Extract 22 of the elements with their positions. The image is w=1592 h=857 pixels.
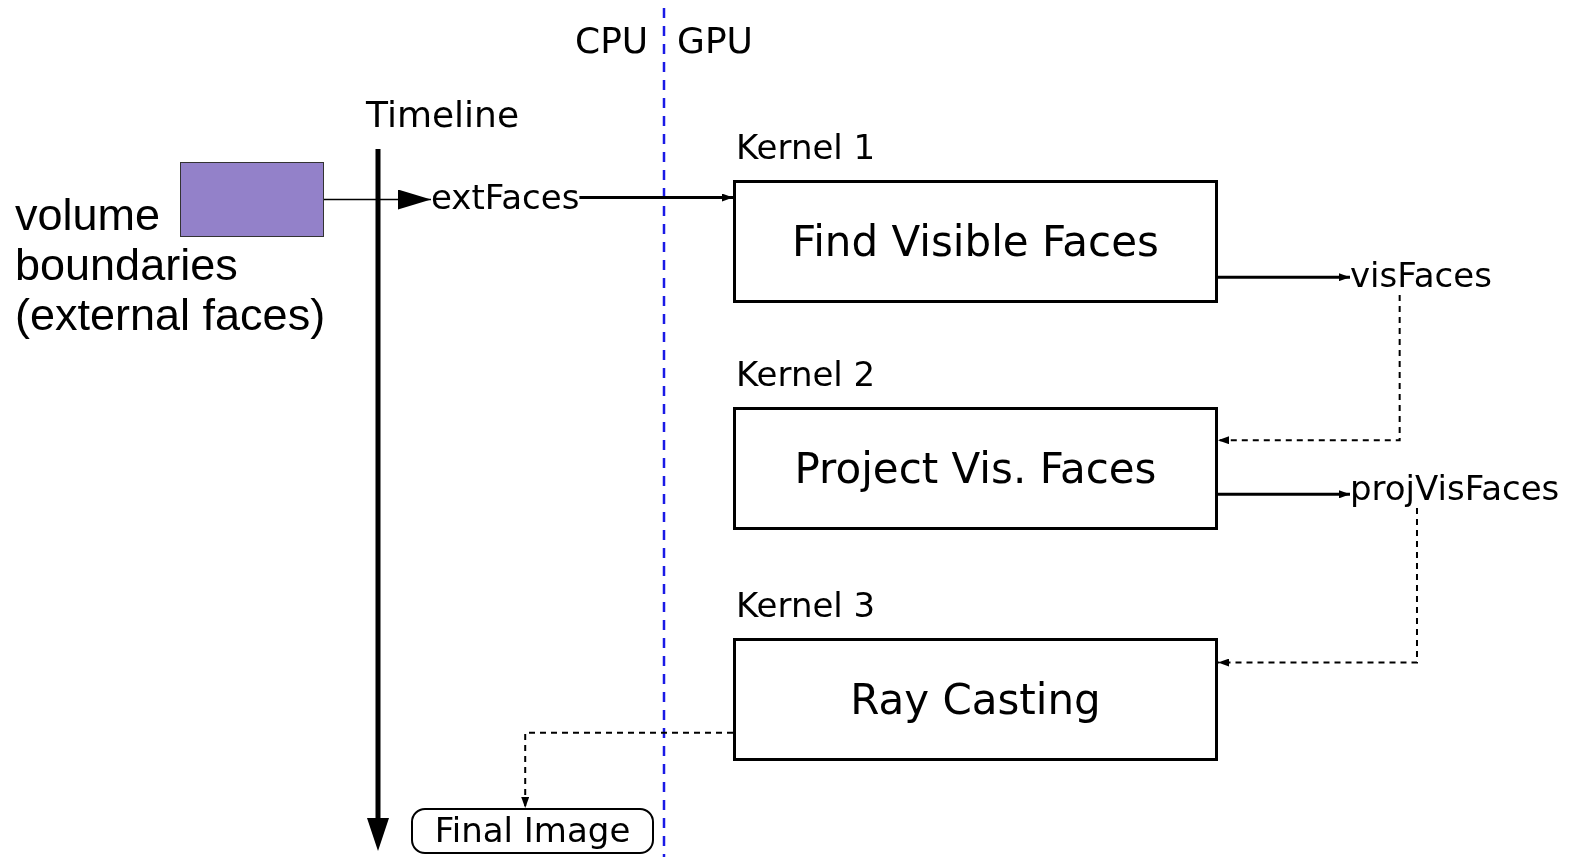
kernel-title: Project Vis. Faces [794,444,1157,493]
data-label: projVisFaces [1350,469,1560,509]
block-label: volume boundaries (external faces) [15,190,327,340]
kernel-heading: Kernel 1 [736,128,876,168]
dashed-arrow [1217,507,1418,667]
data-label: visFaces [1350,256,1492,296]
kernel-title: Find Visible Faces [792,217,1159,266]
arrow [1218,490,1350,499]
kernel-title: Ray Casting [850,675,1101,724]
kernel-heading: Kernel 3 [736,586,876,626]
cpu-label: CPU [575,20,649,62]
data-label: extFaces [431,178,580,218]
dashed-arrow [1217,294,1401,445]
arrow [1218,273,1350,282]
arrow [579,193,733,202]
gpu-label: GPU [677,20,753,62]
result-node: Final Image [411,808,654,854]
volume-block [180,162,324,237]
dashed-arrow [521,731,734,809]
arrow [323,189,432,210]
kernel-heading: Kernel 2 [736,355,876,395]
timeline-label: Timeline [366,94,520,136]
